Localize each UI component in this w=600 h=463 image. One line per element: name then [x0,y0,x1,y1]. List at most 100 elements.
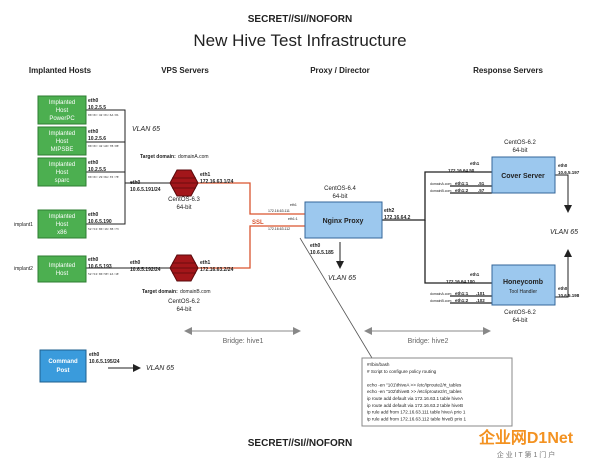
honeycomb-sub: Tool Handler [509,289,537,295]
honeycomb-bits: 64-bit [512,318,527,324]
routing-script-box [361,357,513,427]
vps-server-a-hexagon-stripes [171,177,197,189]
host-powerpc-ip: 10.2.5.5 [88,105,106,111]
script-line: ip route add default via 172.16.63.2 tab… [367,403,463,408]
svg-text:Implanted: Implanted [49,162,75,168]
honeycomb-ip1-2: .102 [476,298,485,303]
proxy-response-links [382,171,492,304]
script-connector [299,237,373,359]
vps-a-domain: domainA.com [178,154,209,160]
cover-os: CentOS-6.2 [504,140,536,146]
vps-b-ip1: 172.16.63.2/24 [200,267,234,273]
cover-ip1-1: .51 [478,181,485,186]
host-mipsbe-iface: eth0 [88,129,99,135]
svg-text:Implanted: Implanted [49,131,75,137]
nginx-proxy-label: Nginx Proxy [323,218,364,225]
svg-text:PowerPC: PowerPC [49,116,75,122]
proxy-bits: 64-bit [332,194,347,200]
vps-a-ip1: 172.16.63.1/24 [200,179,234,185]
script-line: echo -en "101\thiveA >> /etc/iproute2/rt… [367,382,462,387]
classification-footer: SECRET//SI//NOFORN [248,438,352,449]
script-line: echo -en "102\thiveB >> /etc/iproute2/rt… [367,389,462,394]
honeycomb-eth1-2: eth1:2 [455,298,469,303]
cover-eth0: eth0 [558,163,568,168]
proxy-os: CentOS-6.4 [324,186,356,192]
svg-text:Implanted: Implanted [49,263,75,269]
cover-eth1-2: eth1:2 [455,188,469,193]
svg-text:Host: Host [56,271,69,277]
column-proxy-director: Proxy / Director [310,66,370,75]
svg-text:Host: Host [56,108,69,114]
proxy-eth1b: eth1:1 [288,217,298,221]
command-post-line2: Post [56,368,69,374]
cover-server-label: Cover Server [501,173,545,180]
honeycomb-dom-b: domainB.com [430,299,451,303]
script-line: # Script to configure policy routing [367,369,437,374]
cover-ip1: 172.16.64.50 [448,168,475,173]
script-line: ip rule add from 172.16.63.112 table hiv… [367,416,466,421]
implanted-host-powerpc: Implanted Host PowerPC [37,95,87,125]
host-x86-iface: eth0 [88,212,99,218]
svg-text:Implanted: Implanted [49,214,75,220]
vps-b-domain: domainB.com [180,289,211,295]
routing-script-lines: #!/bin/bash # Script to configure policy … [367,362,466,421]
honeycomb-eth1: eth1 [470,272,480,277]
column-implanted-hosts: Implanted Hosts [29,66,92,75]
proxy-eth1a: eth1 [290,203,297,207]
cover-server-box [491,156,556,194]
host-implant2-ip: 10.6.5.193 [88,264,112,270]
vlan-label-response: VLAN 65 [550,229,578,236]
svg-text:Host: Host [56,222,69,228]
ssl-label: SSL [252,220,264,226]
svg-text:Host: Host [56,170,69,176]
svg-text:sparc: sparc [55,178,70,184]
vps-server-b-hexagon-stripes [171,262,197,274]
cover-dom-b: domainB.com [430,189,451,193]
command-post-ip: 10.6.5.195/24 [89,359,120,365]
proxy-ip0: 10.6.5.185 [310,250,334,256]
label-implant2: implant2 [14,266,33,272]
bridge-hive1-label: Bridge: hive1 [223,338,264,345]
honeycomb-ip1-1: .101 [476,291,485,296]
vlan-label-hosts: VLAN 65 [132,126,160,133]
vps-a-eth0: eth0 [130,180,141,186]
bridge-hive2-label: Bridge: hive2 [408,338,449,345]
cover-eth1-1: eth1:1 [455,181,469,186]
host-links [86,109,170,269]
command-post-box [39,349,87,383]
vps-a-target-label: Target domain: [140,154,176,160]
classification-header: SECRET//SI//NOFORN [248,14,352,25]
vlan-label-command: VLAN 65 [146,365,174,372]
proxy-ip1a: 172.16.63.111 [268,209,290,213]
implanted-host-x86: Implanted Host x86 [37,209,87,239]
vps-b-eth1: eth1 [200,260,211,266]
proxy-eth0: eth0 [310,243,321,249]
svg-text:Host: Host [56,139,69,145]
honeycomb-box [491,264,556,306]
cover-ip1-2: .57 [478,188,485,193]
host-sparc-iface: eth0 [88,160,99,166]
host-sparc-mac: 00:0C:29:8A:35:7E [88,175,119,179]
cover-bits: 64-bit [512,148,527,154]
vps-b-os: CentOS-6.2 [168,299,200,305]
host-powerpc-mac: 00:0C:42:01:6A:01 [88,113,119,117]
vps-a-bits: 64-bit [176,205,191,211]
host-implant2-iface: eth0 [88,257,99,263]
watermark-sub: 企 业 I T 第 1 门 户 [497,450,555,459]
script-line: #!/bin/bash [367,362,390,367]
cover-ip0: 10.6.5.197 [558,170,580,175]
label-implant1: implant1 [14,222,33,228]
column-response-servers: Response Servers [473,66,543,75]
implanted-host-mipsbe: Implanted Host MIPSBE [37,126,87,156]
honeycomb-dom-a: domainA.com [430,292,451,296]
script-line: ip route add default via 172.16.63.1 tab… [367,396,464,401]
command-post-iface: eth0 [89,352,100,358]
proxy-ip2: 172.16.64.2 [384,215,411,221]
proxy-eth2: eth2 [384,208,395,214]
host-sparc-ip: 10.2.5.5 [88,167,106,173]
vps-a-os: CentOS-6.3 [168,197,200,203]
honeycomb-eth0: eth0 [558,286,568,291]
proxy-ip1b: 172.16.63.112 [268,227,290,231]
svg-text:x86: x86 [57,230,67,236]
host-mipsbe-mac: 00:0C:42:AD:7B:0E [88,144,119,148]
